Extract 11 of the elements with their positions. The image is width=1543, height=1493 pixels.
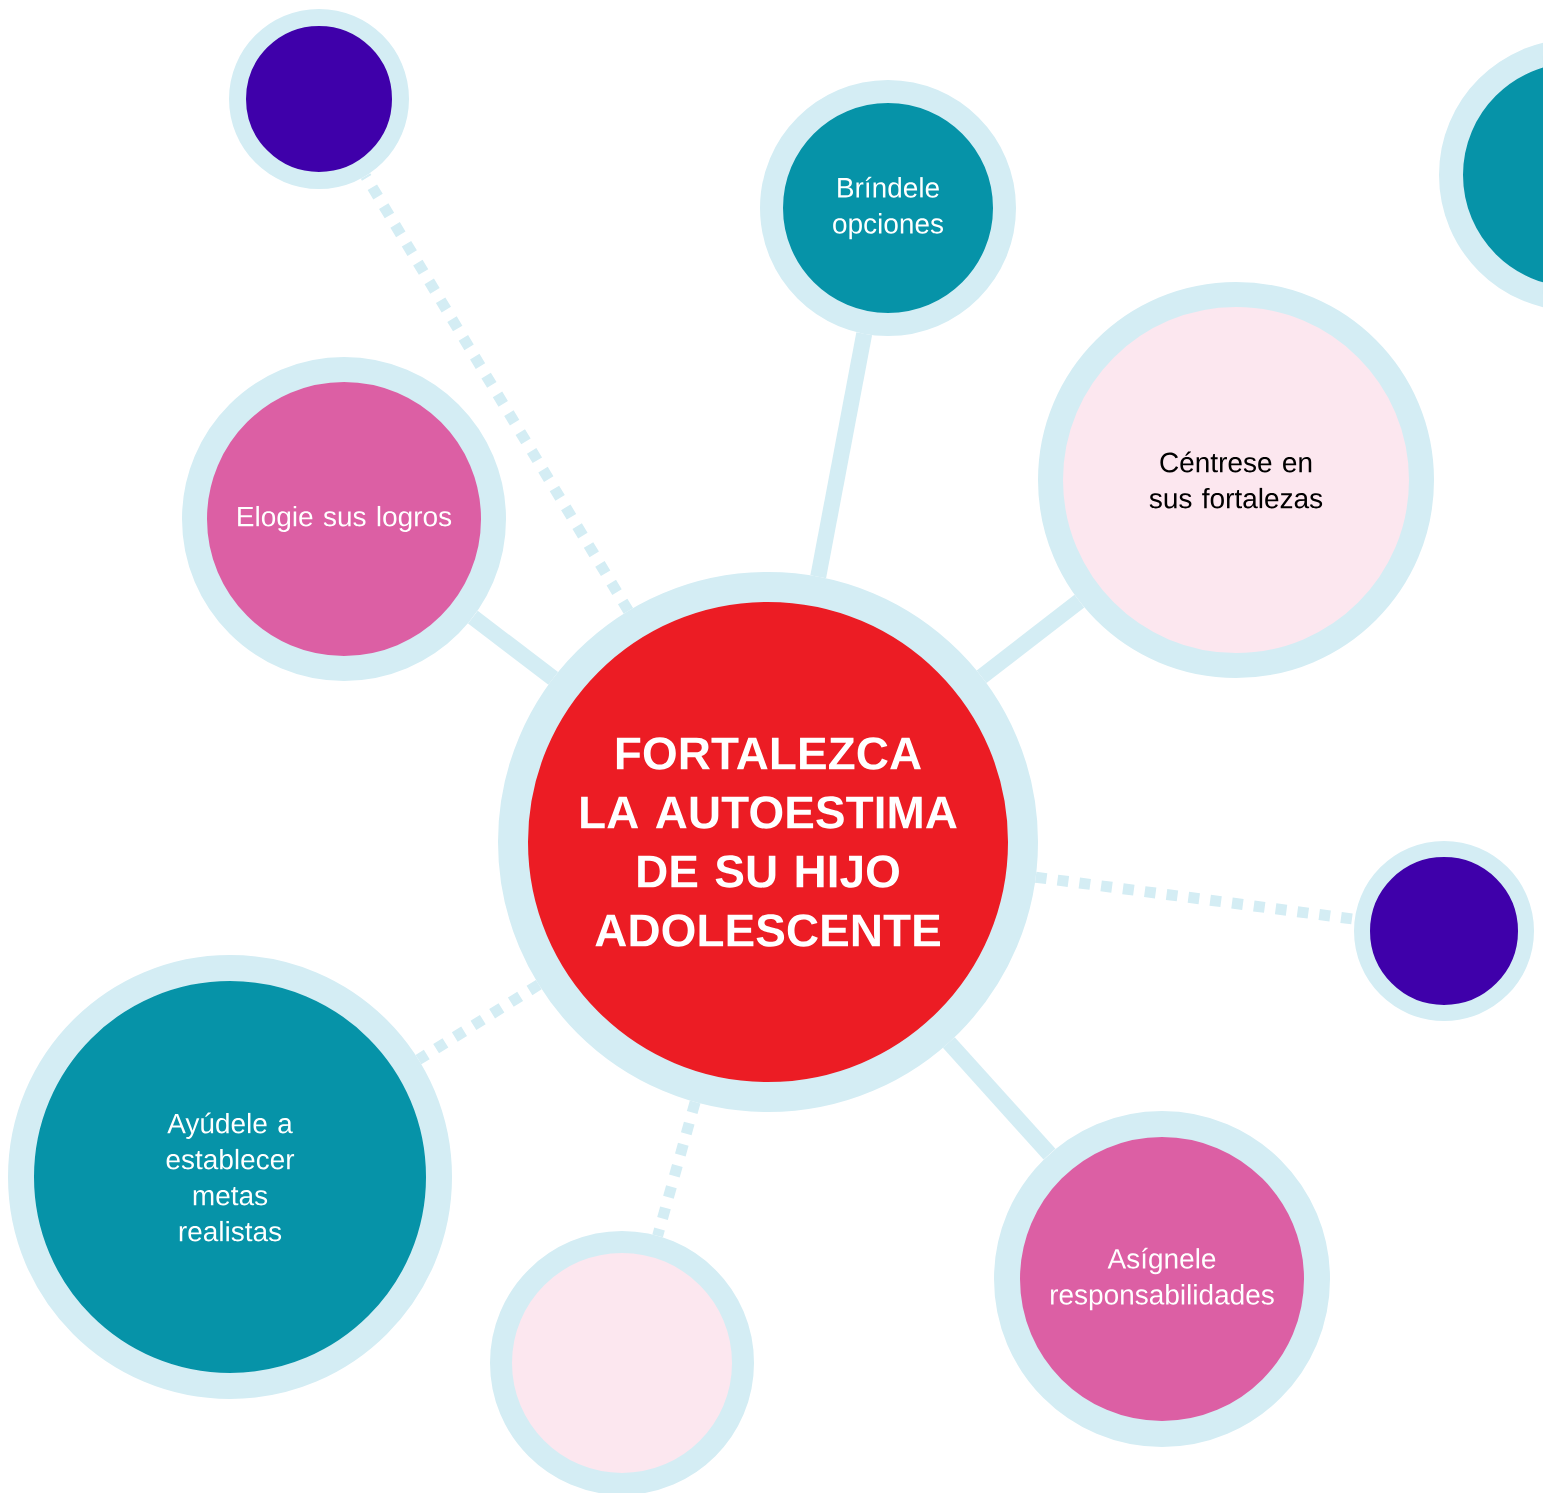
connector-line	[468, 610, 559, 685]
circle	[490, 1231, 754, 1493]
circle	[1354, 841, 1534, 1021]
connector-line	[415, 980, 542, 1065]
connector-line	[942, 1037, 1056, 1160]
connector-line	[652, 1100, 701, 1238]
connector-line	[976, 594, 1085, 684]
connector-line	[810, 332, 873, 579]
connector-line	[1034, 871, 1356, 925]
circle	[229, 9, 409, 189]
connector-line	[360, 173, 634, 614]
